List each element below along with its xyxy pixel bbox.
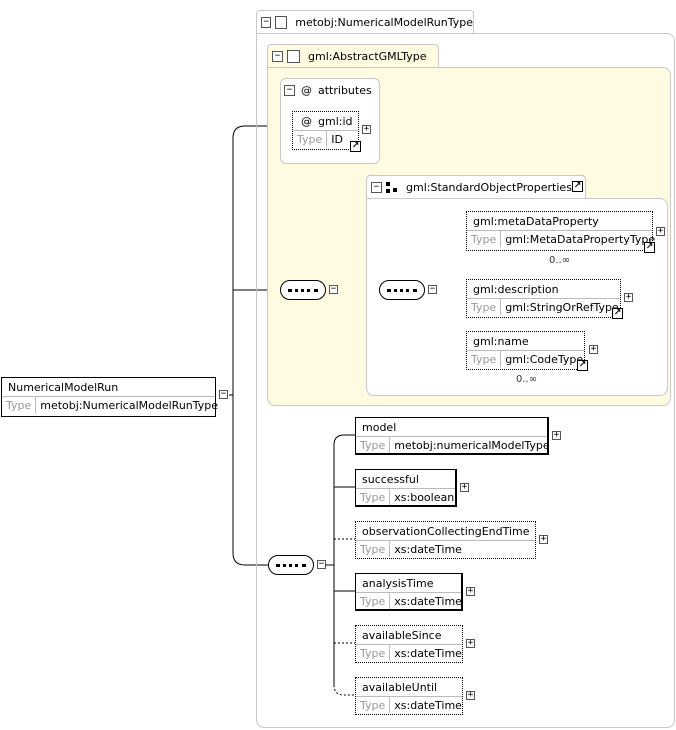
group-title: gml:StandardObjectProperties: [406, 181, 572, 194]
attribute-name: gml:id: [318, 114, 353, 128]
type-key: Type: [356, 437, 391, 453]
abstract-type-tab: − gml:AbstractGMLType: [267, 44, 439, 68]
element-type: gml:MetaDataPropertyType: [505, 232, 656, 246]
element-type: xs:boolean: [394, 490, 455, 504]
type-key: Type: [467, 351, 502, 367]
expand-plus-icon[interactable]: +: [460, 482, 469, 492]
element-name: model: [362, 420, 397, 434]
element-type: xs:dateTime: [394, 542, 462, 556]
cardinality: 0..∞: [516, 374, 538, 385]
type-key: Type: [293, 131, 328, 147]
outer-collapse-minus-icon[interactable]: −: [261, 17, 272, 28]
attribute-at-icon: @: [301, 84, 312, 97]
element-type: xs:dateTime: [394, 594, 462, 608]
goto-type-arrow-link-icon[interactable]: ↗: [577, 360, 588, 371]
element-type: gml:CodeType: [505, 352, 584, 366]
element-name: analysisTime: [362, 576, 434, 590]
element-type: xs:dateTime: [394, 646, 462, 660]
attributes-collapse-minus-icon[interactable]: −: [284, 85, 295, 96]
element-name: availableUntil: [362, 680, 438, 694]
type-key: Type: [356, 489, 391, 505]
type-key: Type: [356, 541, 391, 557]
type-key: Type: [356, 697, 391, 713]
expand-plus-icon[interactable]: +: [656, 226, 665, 236]
attributes-title: attributes: [318, 84, 372, 97]
element-name: availableSince: [362, 628, 442, 642]
group-goto-arrow-link-icon[interactable]: ↗: [572, 181, 583, 192]
root-element-type: metobj:NumericalModelRunType: [40, 398, 219, 412]
element-type: gml:StringOrRefType: [505, 300, 619, 314]
element-name: gml:description: [473, 282, 559, 296]
type-key: Type: [356, 645, 391, 661]
outer-type-panel: [256, 33, 675, 728]
outer-sequence-collapse-minus-icon[interactable]: −: [329, 284, 338, 294]
cardinality: 0..∞: [549, 255, 571, 266]
complex-type-icon: [287, 50, 300, 63]
type-key: Type: [2, 397, 37, 413]
root-element-name: NumericalModelRun: [8, 380, 119, 394]
expand-plus-icon[interactable]: +: [466, 638, 475, 648]
expand-plus-icon[interactable]: +: [589, 344, 598, 354]
element-name: successful: [362, 472, 419, 486]
goto-type-arrow-link-icon[interactable]: ↗: [612, 308, 623, 319]
element-name: gml:name: [473, 334, 529, 348]
element-name: observationCollectingEndTime: [362, 524, 530, 538]
group-tab: − gml:StandardObjectProperties: [366, 175, 586, 199]
element-name: gml:metaDataProperty: [473, 214, 599, 228]
attributes-header: − @ attributes: [284, 84, 372, 97]
element-type: xs:dateTime: [394, 698, 462, 712]
outer-type-title: metobj:NumericalModelRunType: [295, 16, 473, 29]
expand-plus-icon[interactable]: +: [624, 292, 633, 302]
abstract-collapse-minus-icon[interactable]: −: [272, 51, 283, 62]
attribute-expand-plus-icon[interactable]: +: [362, 124, 371, 134]
outer-type-tab: − metobj:NumericalModelRunType: [256, 10, 474, 34]
root-collapse-minus-icon[interactable]: −: [219, 389, 228, 399]
abstract-type-title: gml:AbstractGMLType: [308, 50, 427, 63]
expand-plus-icon[interactable]: +: [539, 534, 548, 544]
complex-type-icon: [275, 16, 288, 29]
expand-plus-icon[interactable]: +: [466, 690, 475, 700]
expand-plus-icon[interactable]: +: [552, 430, 561, 440]
bottom-sequence-compositor-icon: [268, 555, 314, 575]
attribute-at-icon: @: [301, 114, 312, 128]
goto-type-arrow-link-icon[interactable]: ↗: [644, 242, 655, 253]
element-type: metobj:numericalModelType: [394, 438, 550, 452]
type-key: Type: [467, 299, 502, 315]
attribute-type: ID: [331, 132, 343, 146]
type-key: Type: [356, 593, 391, 609]
group-sequence-collapse-minus-icon[interactable]: −: [428, 284, 437, 294]
outer-sequence-compositor-icon: [280, 280, 326, 300]
group-collapse-minus-icon[interactable]: −: [371, 182, 382, 193]
bottom-sequence-collapse-minus-icon[interactable]: −: [317, 559, 326, 569]
goto-type-arrow-link-icon[interactable]: ↗: [350, 141, 361, 152]
expand-plus-icon[interactable]: +: [466, 586, 475, 596]
type-key: Type: [467, 231, 502, 247]
group-sequence-compositor-icon: [379, 280, 425, 300]
group-icon: [386, 181, 398, 194]
